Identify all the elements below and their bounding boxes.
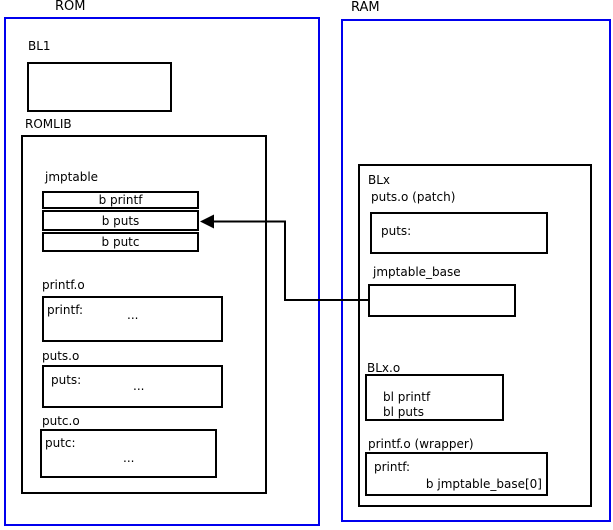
romlib-label: ROMLIB xyxy=(25,117,72,131)
jmptable-row-b-printf: b printf xyxy=(42,191,199,209)
puts-body-ellipsis: ... xyxy=(133,379,145,393)
ram-label: RAM xyxy=(351,0,380,15)
puts-o-label: puts.o xyxy=(42,349,80,363)
putc-o-box: putc: ... xyxy=(40,429,217,478)
printf-symbol: printf: xyxy=(47,303,84,317)
romlib-box xyxy=(21,135,267,494)
blx-o-line-bl-printf: bl printf xyxy=(383,390,431,404)
putc-body-ellipsis: ... xyxy=(123,451,135,465)
printf-wrapper-label: printf.o (wrapper) xyxy=(368,437,474,451)
jmptable-row-b-puts: b puts xyxy=(42,210,199,231)
blx-o-box: bl printf bl puts xyxy=(365,374,504,421)
blx-o-line-bl-puts: bl puts xyxy=(383,405,424,419)
jmptable-base-label: jmptable_base xyxy=(373,265,461,279)
printf-body-ellipsis: ... xyxy=(127,308,139,322)
printf-wrapper-box: printf: b jmptable_base[0] xyxy=(365,452,548,496)
printf-wrapper-body: b jmptable_base[0] xyxy=(425,477,542,491)
puts-o-box: puts: ... xyxy=(42,365,223,408)
jmptable-label: jmptable xyxy=(45,170,99,184)
bl1-box xyxy=(27,62,172,112)
rom-label: ROM xyxy=(55,0,86,14)
blx-box xyxy=(358,164,592,507)
printf-o-label: printf.o xyxy=(42,278,85,292)
printf-wrapper-symbol: printf: xyxy=(374,460,411,474)
jmptable-base-box xyxy=(368,284,516,317)
bl1-label: BL1 xyxy=(28,39,51,53)
blx-o-label: BLx.o xyxy=(367,361,401,375)
jmptable-row-b-putc: b putc xyxy=(42,232,199,252)
puts-patch-box: puts: xyxy=(370,212,548,254)
putc-symbol: putc: xyxy=(45,436,76,450)
printf-o-box: printf: ... xyxy=(42,296,223,342)
putc-o-label: putc.o xyxy=(42,414,80,428)
puts-symbol: puts: xyxy=(51,373,82,387)
blx-label: BLx xyxy=(368,173,391,187)
puts-patch-label: puts.o (patch) xyxy=(371,190,456,204)
puts-patch-symbol: puts: xyxy=(381,224,412,238)
